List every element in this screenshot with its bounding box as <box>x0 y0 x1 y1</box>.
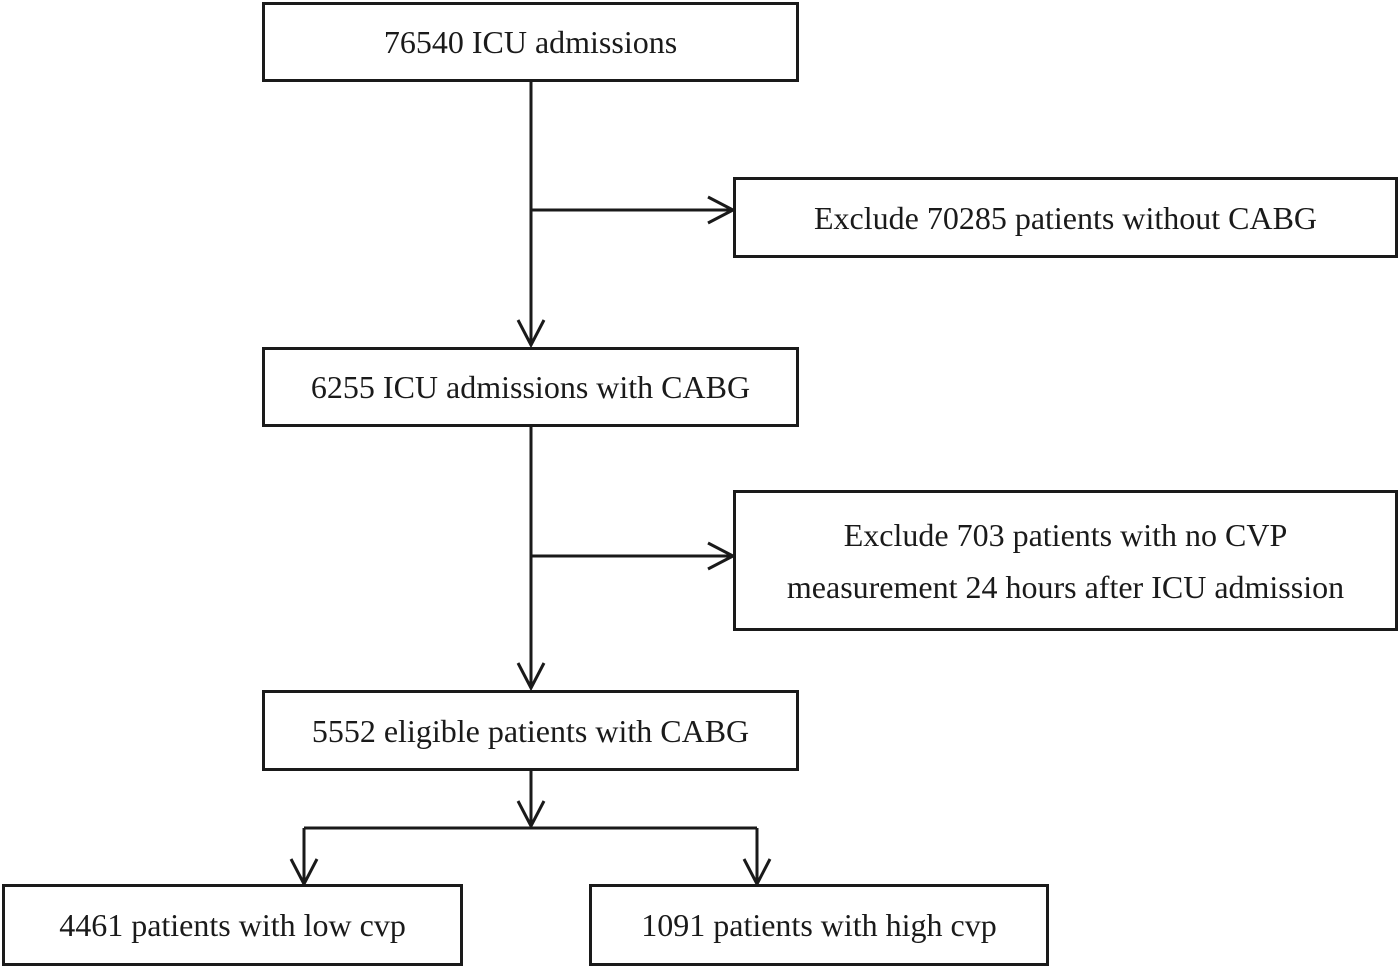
eligible-label: 5552 eligible patients with CABG <box>311 712 750 749</box>
exclude-no-cabg-box: Exclude 70285 patients without CABG <box>733 177 1398 258</box>
exclude-no-cabg-label: Exclude 70285 patients without CABG <box>813 199 1318 236</box>
arrowhead-to-split <box>516 800 546 830</box>
high-cvp-label: 1091 patients with high cvp <box>641 907 997 943</box>
exclude-no-cvp-label-line2: measurement 24 hours after ICU admission <box>786 568 1345 605</box>
total-admissions-box: 76540 ICU admissions <box>262 2 799 82</box>
cabg-admissions-label: 6255 ICU admissions with CABG <box>310 369 751 405</box>
arrowhead-to-cabg-box <box>516 319 546 349</box>
total-admissions-label: 76540 ICU admissions <box>383 24 678 60</box>
cabg-admissions-box: 6255 ICU admissions with CABG <box>262 347 799 427</box>
low-cvp-label: 4461 patients with low cvp <box>59 907 406 943</box>
exclude-no-cvp-box: Exclude 703 patients with no CVP measure… <box>733 490 1398 631</box>
eligible-box: 5552 eligible patients with CABG <box>262 690 799 771</box>
high-cvp-box: 1091 patients with high cvp <box>589 884 1049 966</box>
exclude-no-cvp-label-line1: Exclude 703 patients with no CVP <box>843 516 1288 553</box>
low-cvp-box: 4461 patients with low cvp <box>2 884 463 966</box>
arrowhead-to-eligible-box <box>516 662 546 692</box>
